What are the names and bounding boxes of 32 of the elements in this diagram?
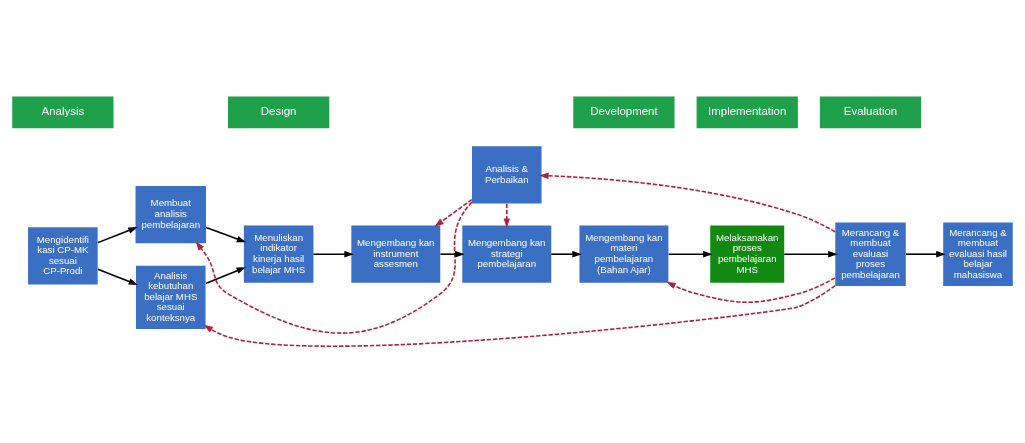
node-box: Menuliskan indikator kinerja hasil belajar MHS bbox=[243, 225, 314, 283]
node-box: Mengembang kan strategi pembelajaran bbox=[462, 225, 552, 283]
arrow bbox=[666, 277, 836, 304]
node-box: Merancang & membuat evaluasi proses pembelajaran bbox=[835, 222, 906, 286]
arrow bbox=[434, 198, 473, 227]
arrow bbox=[503, 202, 511, 228]
arrow bbox=[205, 267, 246, 285]
node-box: Mengembang kan instrument assesmen bbox=[351, 225, 441, 283]
arrow bbox=[97, 268, 139, 285]
node-box: Analisis & Perbaikan bbox=[472, 146, 542, 204]
arrow bbox=[195, 201, 473, 334]
node-box: Mengidentifi kasi CP-MK sesuai CP-Prodi bbox=[28, 227, 98, 285]
node-box: Mengembang kan materi pembelajaran (Bahan Ajar) bbox=[579, 225, 669, 283]
arrow bbox=[205, 226, 247, 243]
arrow bbox=[312, 250, 354, 258]
arrow bbox=[550, 250, 582, 258]
node-box: Development bbox=[573, 96, 675, 129]
node-box: Design bbox=[228, 96, 330, 129]
node-box: Membuat analisis pembelajaran bbox=[135, 185, 206, 244]
node-box: Evaluation bbox=[819, 96, 922, 129]
node-box: Analisis kebutuhan belajar MHS sesuai konteksnya bbox=[135, 265, 206, 330]
node-box: Implementation bbox=[696, 96, 798, 129]
arrow bbox=[97, 227, 138, 244]
node-box: Analysis bbox=[12, 96, 114, 129]
arrow bbox=[439, 250, 465, 258]
node-box: Melaksanakan proses pembelajaran MHS bbox=[710, 225, 785, 283]
arrow bbox=[539, 172, 836, 233]
arrow bbox=[203, 284, 836, 347]
node-box: Merancang & membuat evaluasi hasil belajar mahasiswa bbox=[943, 222, 1013, 286]
arrow bbox=[783, 250, 838, 258]
arrow bbox=[667, 250, 713, 258]
arrow bbox=[905, 250, 946, 258]
